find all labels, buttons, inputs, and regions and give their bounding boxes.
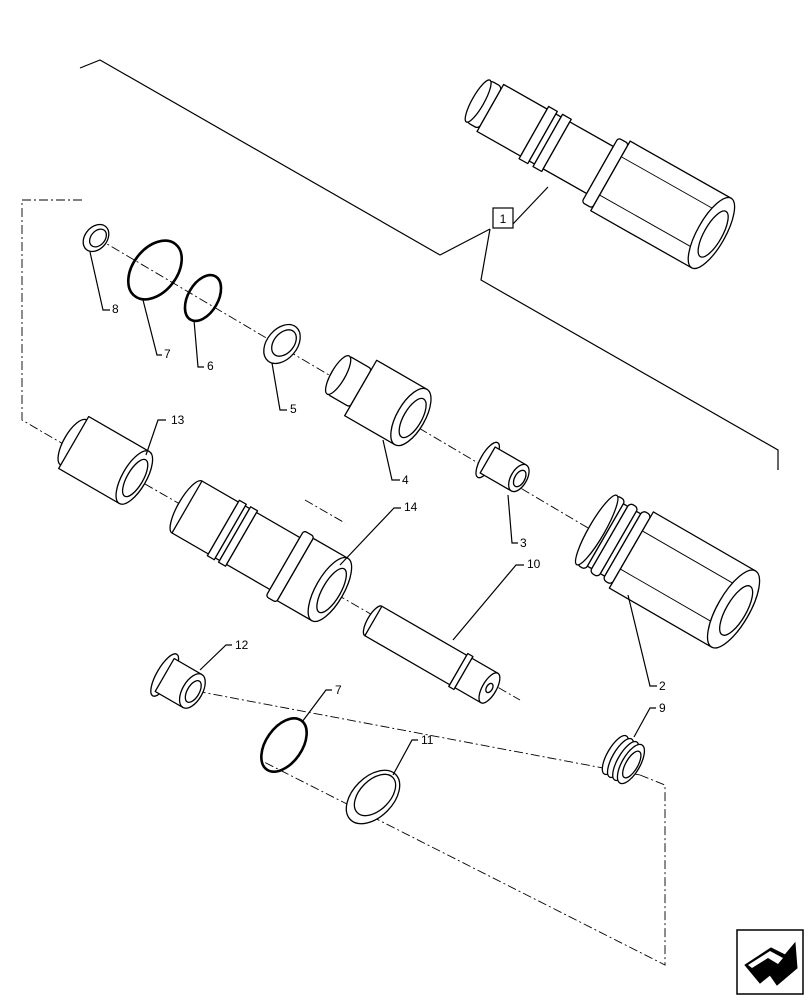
part-11-seal-ring: 11 — [345, 733, 434, 825]
part-1-assembled-pin: 1 — [464, 79, 736, 270]
part-3-flanged-bushing: 3 — [475, 441, 530, 550]
callout-6: 6 — [207, 359, 214, 373]
callout-5: 5 — [290, 402, 297, 416]
part-5-seal-ring: 5 — [263, 323, 301, 416]
callout-10: 10 — [527, 557, 541, 571]
callout-4: 4 — [402, 473, 409, 487]
callout-1: 1 — [500, 212, 507, 226]
part-10-shaft: 10 — [362, 557, 541, 704]
part-4-stepped-bushing: 4 — [324, 354, 432, 487]
callout-3: 3 — [520, 536, 527, 550]
part-9-double-seal-ring: 9 — [601, 701, 666, 785]
part-2-grooved-pin: 2 — [574, 494, 761, 693]
callout-7b: 7 — [335, 683, 342, 697]
part-7-o-ring-bottom: 7 — [260, 683, 342, 773]
part-7-o-ring-top: 7 — [126, 239, 184, 361]
part-6-o-ring-small: 6 — [183, 273, 223, 373]
callout-14: 14 — [404, 500, 418, 514]
part-12-flanged-bushing: 12 — [150, 638, 249, 709]
callout-11: 11 — [421, 733, 434, 747]
part-13-sleeve: 13 — [57, 413, 185, 505]
callout-7a: 7 — [164, 347, 171, 361]
callout-2: 2 — [659, 679, 666, 693]
assembly-bracket — [79, 59, 779, 470]
next-page-arrow-icon[interactable] — [736, 929, 804, 995]
callout-8: 8 — [112, 302, 119, 316]
callout-9: 9 — [659, 701, 666, 715]
part-14-housing: 14 — [169, 479, 418, 623]
part-8-retaining-ring: 8 — [82, 223, 119, 316]
callout-13: 13 — [171, 413, 185, 427]
callout-12: 12 — [235, 638, 249, 652]
